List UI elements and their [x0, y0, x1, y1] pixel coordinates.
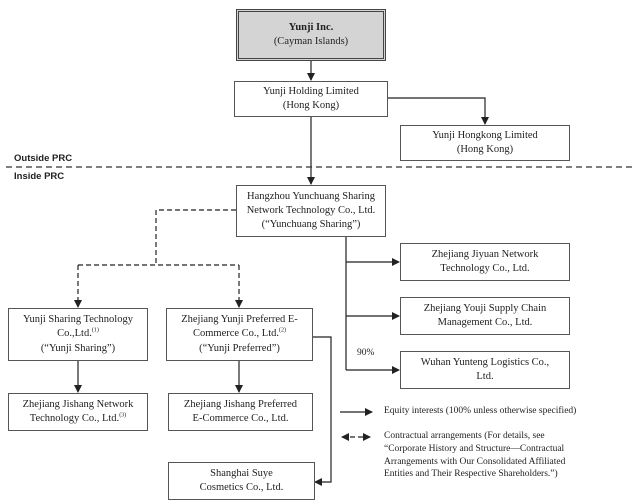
jishang-preferred-box: Zhejiang Jishang Preferred E-Commerce Co…	[168, 393, 313, 431]
wuhan-yunteng-box: Wuhan Yunteng Logistics Co., Ltd.	[400, 351, 570, 389]
entity-alias: (“Yunchuang Sharing”)	[261, 219, 361, 231]
legend-contractual-line: Contractual arrangements (For details, s…	[384, 431, 545, 441]
zhejiang-youji-box: Zhejiang Youji Supply Chain Management C…	[400, 297, 570, 335]
zhejiang-jiyuan-box: Zhejiang Jiyuan Network Technology Co., …	[400, 243, 570, 281]
entity-line: Shanghai Suye	[210, 467, 273, 479]
entity-line-with-note: Commerce Co., Ltd.(2)	[193, 327, 286, 341]
outside-prc-label: Outside PRC	[14, 153, 73, 164]
entity-line: Technology Co., Ltd.	[440, 263, 530, 274]
entity-line: Yunji Sharing Technology	[23, 314, 133, 326]
legend-contractual-text: Contractual arrangements (For details, s…	[384, 430, 565, 481]
entity-name: Yunji Hongkong Limited	[432, 129, 538, 141]
inside-prc-label: Inside PRC	[14, 171, 65, 182]
legend-equity-label: Equity interests (100% unless otherwise …	[384, 406, 577, 416]
entity-place: (Hong Kong)	[282, 100, 340, 111]
equity-line-holding-hongkong	[388, 97, 489, 125]
yunji-preferred-box: Zhejiang Yunji Preferred E- Commerce Co.…	[166, 308, 313, 361]
entity-line: Zhejiang Jiyuan Network	[431, 248, 539, 260]
ownership-percent-label: 90%	[357, 348, 375, 358]
legend-contractual-line: Entities and Their Respective Shareholde…	[384, 469, 558, 480]
shanghai-suye-box: Shanghai Suye Cosmetics Co., Ltd.	[168, 462, 315, 500]
entity-line: Zhejiang Jishang Network	[22, 398, 134, 410]
footnote-marker: (1)	[91, 327, 99, 334]
yunji-inc-box: Yunji Inc. (Cayman Islands)	[236, 9, 386, 61]
legend-contractual-line: “Corporate History and Structure—Contrac…	[384, 443, 565, 454]
entity-line: Technology Co., Ltd.	[29, 413, 120, 424]
entity-place: (Hong Kong)	[456, 144, 514, 155]
footnote-marker: (3)	[119, 412, 127, 419]
entity-line: Management Co., Ltd.	[437, 317, 533, 328]
equity-line-preferred-suye	[313, 336, 332, 486]
yunji-sharing-box: Yunji Sharing Technology Co.,Ltd.(1) (“Y…	[8, 308, 148, 361]
legend-contractual-line: Arrangements with Our Consolidated Affil…	[384, 456, 566, 467]
entity-place: (Cayman Islands)	[273, 36, 349, 47]
entity-line-with-note: Technology Co., Ltd.(3)	[30, 412, 126, 426]
entity-name: Yunji Holding Limited	[263, 85, 359, 97]
footnote-marker: (2)	[279, 327, 287, 334]
entity-line: Cosmetics Co., Ltd.	[199, 482, 284, 493]
entity-line: Commerce Co., Ltd.	[192, 328, 280, 340]
entity-line-with-note: Co.,Ltd.(1)	[57, 327, 99, 341]
yunchuang-sharing-box: Hangzhou Yunchuang Sharing Network Techn…	[236, 185, 386, 237]
entity-line: Zhejiang Youji Supply Chain	[423, 302, 547, 314]
entity-name: Yunji Inc.	[288, 21, 334, 33]
entity-alias: (“Yunji Preferred”)	[199, 342, 280, 354]
entity-line: Ltd.	[476, 371, 494, 382]
entity-line: Wuhan Yunteng Logistics Co.,	[420, 356, 550, 368]
entity-line: Zhejiang Jishang Preferred	[183, 398, 298, 410]
entity-alias: (“Yunji Sharing”)	[40, 342, 116, 354]
entity-line: Hangzhou Yunchuang Sharing	[247, 190, 375, 202]
entity-line: Network Technology Co., Ltd.	[246, 204, 376, 216]
entity-line: Co.,Ltd.	[57, 328, 92, 340]
entity-line: E-Commerce Co., Ltd.	[192, 413, 289, 424]
yunji-hongkong-box: Yunji Hongkong Limited (Hong Kong)	[400, 125, 570, 161]
entity-line: Zhejiang Yunji Preferred E-	[181, 314, 298, 326]
jishang-network-box: Zhejiang Jishang Network Technology Co.,…	[8, 393, 148, 431]
contract-line-yunchuang	[155, 209, 236, 265]
yunji-holding-box: Yunji Holding Limited (Hong Kong)	[234, 81, 388, 117]
